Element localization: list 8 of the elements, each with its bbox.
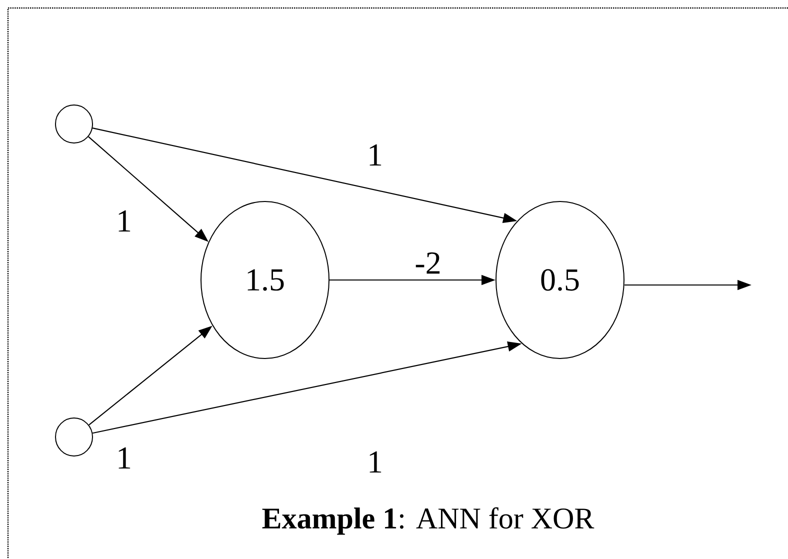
edge-label: 1 [366, 143, 384, 167]
edge-label: 1 [115, 209, 133, 233]
caption: Example 1: ANN for XOR [262, 507, 594, 535]
edge-label: -2 [414, 251, 442, 275]
edge-label: 1 [366, 450, 384, 474]
edge-label: 1 [115, 446, 133, 470]
input-circle [55, 418, 93, 456]
input-circle [55, 104, 93, 144]
